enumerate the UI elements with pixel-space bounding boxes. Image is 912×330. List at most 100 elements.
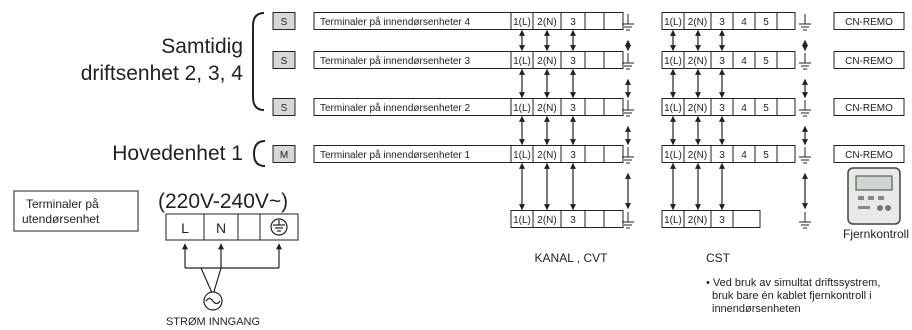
cst-terminal-label: 5 [763,103,769,114]
main-unit-bracket [252,140,266,167]
cst-bottom-ground-icon [799,212,811,229]
kanal-terminal-label: 2(N) [537,103,556,114]
simultaneous-label-line2: driftsenhet 2, 3, 4 [81,62,244,85]
outdoor-terminal-l: L [181,220,189,236]
unit-badge-text: M [280,150,288,161]
kanal-terminal-cell [603,51,624,69]
cn-remo-box [833,12,905,30]
cst-bottom-cell [732,210,761,228]
kanal-bottom-label: 1(L) [513,215,531,226]
cst-terminal-label: 1(L) [664,150,682,161]
kanal-terminal-cell [603,145,624,163]
kanal-terminal-cell [603,12,624,30]
cst-terminal-label: 1(L) [664,103,682,114]
cst-terminal-label: 4 [741,17,747,28]
kanal-terminal-label: 1(L) [513,17,531,28]
indoor-unit-row: S Terminaler på innendørsenheter 4 1(L) 2(N… [272,12,905,31]
cn-remo-box [833,98,905,116]
unit-badge-text: S [281,103,288,114]
cst-terminal-cell [776,145,796,163]
kanal-terminal-label: 3 [570,103,576,114]
kanal-terminal-label: 3 [570,17,576,28]
note-line-2: bruk bare én kablet fjernkontroll i [712,290,872,302]
unit-badge [272,145,296,163]
kanal-ground-icon [622,147,634,164]
note-line-1: • Ved bruk av simultat driftssystrem, [706,277,880,289]
outdoor-terminal-n: N [216,220,226,236]
kanal-bottom-label: 2(N) [537,215,556,226]
unit-label: Terminaler på innendørsenheter 4 [320,16,471,28]
kanal-ground-icon [622,100,634,117]
kanal-bottom-ground-icon [622,212,634,229]
cst-ground-icon [799,147,811,164]
kanal-bottom-label: 3 [570,215,576,226]
kanal-terminal-cell [584,98,605,116]
kanal-terminal-cell [584,145,605,163]
kanal-ground-icon [622,53,634,70]
outdoor-label-line1: Terminaler på [26,197,99,211]
cst-ground-icon [799,14,811,31]
main-unit-label: Hovedenhet 1 [112,142,243,165]
kanal-terminal-label: 2(N) [537,150,556,161]
unit-label: Terminaler på innendørsenheter 2 [320,102,471,114]
unit-badge [272,51,296,69]
cn-remo-box [833,51,905,69]
power-input-label: STRØM INNGANG [166,316,260,328]
cst-terminal-label: 2(N) [688,56,707,67]
kanal-bottom-cell [584,210,605,228]
cn-remo-box [833,145,905,163]
unit-badge-text: S [281,17,288,28]
outdoor-ground-icon [270,218,288,236]
cst-terminal-label: 4 [741,56,747,67]
voltage-label: (220V-240V~) [158,190,288,213]
cst-terminal-label: 5 [763,56,769,67]
cst-label: CST [706,251,731,265]
indoor-unit-row: S Terminaler på innendørsenheter 2 1(L) 2(N… [272,98,905,117]
remote-control-icon [847,167,901,225]
cst-terminal-label: 3 [719,103,725,114]
ac-source-icon [203,291,223,311]
cst-terminal-label: 4 [741,103,747,114]
cst-terminal-label: 5 [763,150,769,161]
kanal-terminal-label: 3 [570,150,576,161]
simultaneous-bracket [252,12,265,111]
cst-terminal-cell [776,51,796,69]
simultaneous-label-line1: Samtidig [161,35,243,58]
remote-label: Fjernkontroll [843,227,909,241]
kanal-terminal-label: 1(L) [513,150,531,161]
power-wiring [182,243,282,296]
cst-terminal-label: 2(N) [688,17,707,28]
cst-ground-icon [799,100,811,117]
kanal-ground-icon [622,14,634,31]
cn-remo-label: CN-REMO [845,17,893,28]
cst-terminal-label: 3 [719,56,725,67]
cst-bottom-label: 1(L) [664,215,682,226]
kanal-terminal-label: 1(L) [513,103,531,114]
cn-remo-label: CN-REMO [845,150,893,161]
kanal-terminal-label: 1(L) [513,56,531,67]
kanal-terminal-label: 2(N) [537,56,556,67]
cst-terminal-label: 5 [763,17,769,28]
outdoor-label-box [13,190,139,232]
cst-bottom-label: 2(N) [688,215,707,226]
kanal-terminal-label: 2(N) [537,17,556,28]
cst-terminal-label: 2(N) [688,150,707,161]
cst-terminal-label: 2(N) [688,103,707,114]
cst-terminal-label: 4 [741,150,747,161]
cst-terminal-label: 1(L) [664,17,682,28]
cst-ground-icon [799,53,811,70]
cn-remo-label: CN-REMO [845,56,893,67]
kanal-terminal-cell [603,98,624,116]
kanal-cvt-label: KANAL , CVT [535,251,609,265]
note-line-3: innendørsenheten [712,303,801,315]
kanal-terminal-label: 3 [570,56,576,67]
cst-terminal-cell [776,12,796,30]
unit-label: Terminaler på innendørsenheter 3 [320,55,471,67]
cst-terminal-label: 3 [719,17,725,28]
cst-terminal-label: 1(L) [664,56,682,67]
kanal-terminal-cell [584,51,605,69]
outdoor-terminal-block [165,213,299,241]
kanal-terminal-cell [584,12,605,30]
